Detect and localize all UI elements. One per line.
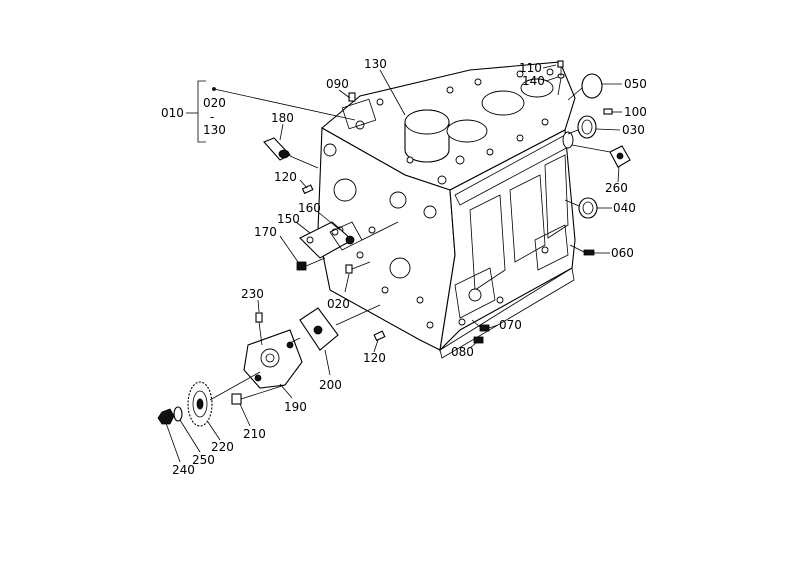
label-020: 020 <box>327 297 350 311</box>
label-110: 110 <box>519 61 542 75</box>
label-130: 130 <box>364 57 387 71</box>
label-070: 070 <box>499 318 522 332</box>
part-200-gasket <box>299 307 339 351</box>
part-220-gear <box>187 381 213 427</box>
part-020-pin <box>345 264 353 274</box>
label-250: 250 <box>192 453 215 467</box>
part-080-plug <box>473 336 484 344</box>
label-240: 240 <box>172 463 195 477</box>
label-150: 150 <box>277 212 300 226</box>
part-060-plug <box>583 249 595 256</box>
label-120-upper: 120 <box>274 170 297 184</box>
label-130-group: 130 <box>203 123 226 137</box>
label-010: 010 <box>161 106 184 120</box>
part-100-pin <box>603 108 613 115</box>
label-090: 090 <box>326 77 349 91</box>
leader-lines <box>165 64 622 463</box>
label-100: 100 <box>624 105 647 119</box>
part-210-bolt <box>231 384 286 405</box>
label-040: 040 <box>613 201 636 215</box>
label-210: 210 <box>243 427 266 441</box>
part-120-dowel-lower <box>373 330 386 342</box>
part-110-pin <box>557 60 564 68</box>
label-220: 220 <box>211 440 234 454</box>
part-250-washer <box>173 406 183 422</box>
callout-labels: 010 020 - 130 090 130 110 140 050 100 03… <box>161 57 647 477</box>
label-230: 230 <box>241 287 264 301</box>
label-260: 260 <box>605 181 628 195</box>
label-170: 170 <box>254 225 277 239</box>
cylinder-block <box>317 61 576 359</box>
label-160: 160 <box>298 201 321 215</box>
part-040-oil-seal <box>578 197 598 219</box>
label-060: 060 <box>611 246 634 260</box>
part-230-pin <box>255 312 263 323</box>
part-240-nut <box>157 408 175 425</box>
label-180: 180 <box>271 111 294 125</box>
label-200: 200 <box>319 378 342 392</box>
label-030: 030 <box>622 123 645 137</box>
label-120-lower: 120 <box>363 351 386 365</box>
part-030-seal <box>577 115 597 139</box>
label-190: 190 <box>284 400 307 414</box>
label-020-group: 020 <box>203 96 226 110</box>
label-140: 140 <box>522 74 545 88</box>
part-070-plug <box>479 324 490 332</box>
part-180-fitting <box>263 137 291 161</box>
part-090-pin <box>348 92 356 102</box>
part-260-sensor <box>609 145 631 168</box>
label-050: 050 <box>624 77 647 91</box>
part-120-dowel-upper <box>301 184 314 195</box>
part-190-oil-pump <box>243 329 303 389</box>
part-170-bolt <box>296 257 326 271</box>
label-080: 080 <box>451 345 474 359</box>
part-050-plug <box>581 73 603 99</box>
label-group-dash: - <box>210 110 214 124</box>
